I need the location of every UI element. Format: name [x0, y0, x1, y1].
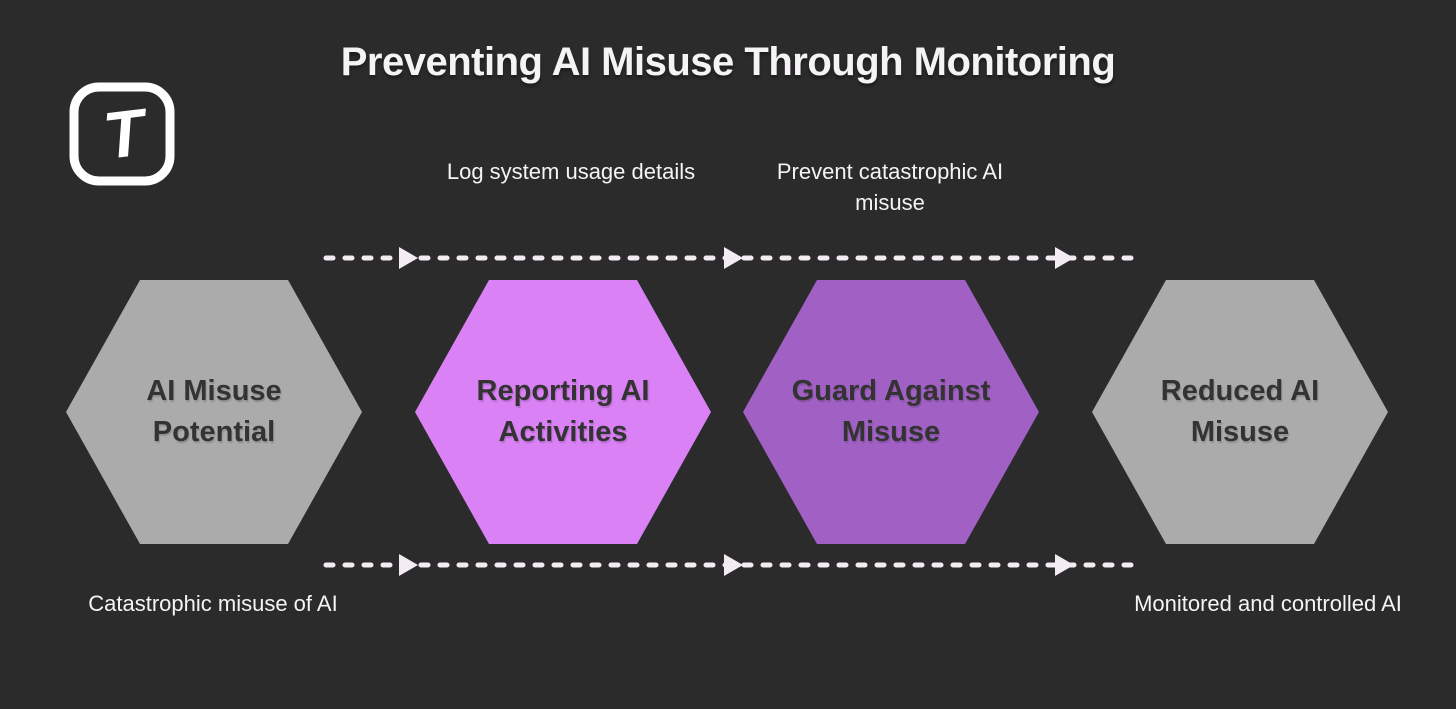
step-hexagon-guard-against-misuse: Guard Against Misuse	[743, 280, 1039, 544]
page-title: Preventing AI Misuse Through Monitoring	[340, 40, 1116, 84]
arrowhead-icon	[399, 247, 418, 269]
step-hexagon-ai-misuse-potential: AI Misuse Potential	[66, 280, 362, 544]
arrowhead-icon	[724, 247, 743, 269]
logo-letter: T	[99, 94, 153, 173]
brand-logo: T	[69, 82, 175, 186]
step-label: Reporting AI Activities	[476, 374, 650, 448]
arrowhead-icon	[1055, 554, 1074, 576]
annotation-catastrophic-misuse: Catastrophic misuse of AI	[88, 591, 338, 616]
annotation-monitored-controlled: Monitored and controlled AI	[1134, 591, 1402, 616]
dashed-arrow-rail-bottom	[323, 554, 1135, 576]
arrowhead-icon	[399, 554, 418, 576]
step-label: Reduced AI Misuse	[1160, 374, 1320, 448]
step-label: Guard Against Misuse	[791, 374, 991, 448]
dashed-arrow-rail-top	[323, 247, 1135, 269]
annotation-log-system-usage: Log system usage details	[446, 159, 696, 184]
step-hexagon-reporting-ai-activities: Reporting AI Activities	[415, 280, 711, 544]
arrowhead-icon	[724, 554, 743, 576]
step-label: AI Misuse Potential	[146, 374, 282, 448]
brand-logo-icon: T	[69, 82, 175, 186]
annotation-prevent-catastrophic: Prevent catastrophic AI misuse	[776, 159, 1004, 216]
step-hexagon-reduced-ai-misuse: Reduced AI Misuse	[1092, 280, 1388, 544]
arrowhead-icon	[1055, 247, 1074, 269]
